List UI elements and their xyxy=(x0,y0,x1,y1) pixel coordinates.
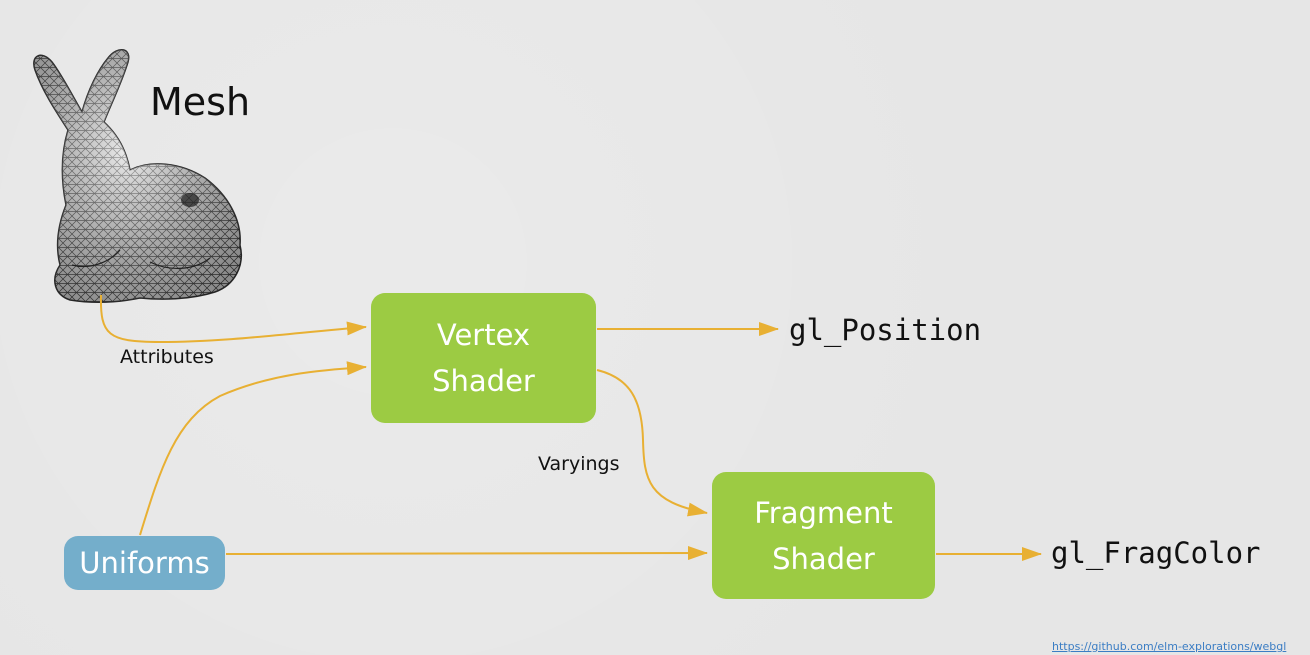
uniforms-to-fragment-arrow xyxy=(225,546,708,561)
bunny-mesh-image xyxy=(33,49,242,303)
uniforms-to-vertex-arrow xyxy=(139,361,367,536)
vertex-shader-line1: Vertex xyxy=(436,318,531,352)
fragment-shader-node: Fragment Shader xyxy=(712,472,935,599)
varyings-label: Varyings xyxy=(538,453,620,475)
attributes-arrow xyxy=(99,294,367,344)
vertex-shader-node: Vertex Shader xyxy=(371,293,596,423)
source-link[interactable]: https://github.com/elm-explorations/webg… xyxy=(1052,640,1287,653)
gl-fragcolor-output: gl_FragColor xyxy=(1051,536,1261,570)
uniforms-node: Uniforms xyxy=(64,536,225,590)
fragment-shader-line2: Shader xyxy=(772,541,875,576)
fragment-shader-line1: Fragment xyxy=(754,495,893,530)
mesh-label: Mesh xyxy=(150,80,251,124)
attributes-label: Attributes xyxy=(120,346,214,368)
vertex-shader-line2: Shader xyxy=(432,364,535,398)
varyings-arrow xyxy=(596,369,708,517)
gl-position-output: gl_Position xyxy=(789,313,982,347)
